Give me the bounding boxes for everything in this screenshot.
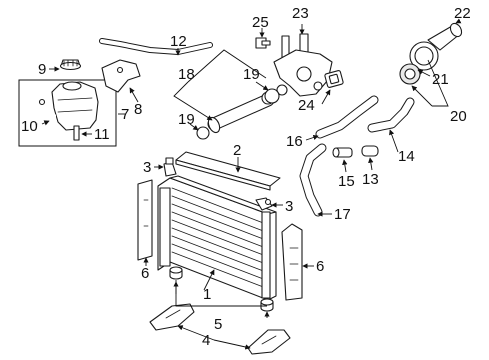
- callout-22: 22: [454, 5, 471, 22]
- callout-20: 20: [450, 108, 467, 125]
- radiator: [157, 175, 277, 301]
- callout-9: 9: [38, 61, 46, 78]
- side-baffle-left: [137, 179, 153, 261]
- callout-7: 7: [121, 106, 129, 123]
- housing-gasket: [324, 70, 344, 88]
- callout-13: 13: [362, 171, 379, 188]
- callout-19b: 19: [178, 111, 195, 128]
- callout-2: 2: [233, 142, 241, 159]
- reservoir-bracket: [101, 59, 141, 93]
- o-ring-upper: [264, 88, 280, 104]
- lower-insulator-right: [260, 298, 274, 312]
- callout-3a: 3: [143, 159, 151, 176]
- callout-18: 18: [178, 66, 195, 83]
- lower-radiator-hose: [299, 143, 327, 217]
- callout-6b: 6: [316, 258, 324, 275]
- reservoir-cap: [59, 59, 82, 71]
- lower-bracket-left: [149, 303, 195, 331]
- heater-hose: [367, 97, 415, 133]
- bleeder-valve: [255, 37, 271, 49]
- bypass-pipe: [332, 147, 353, 158]
- callout-11: 11: [94, 126, 110, 143]
- callout-14: 14: [398, 148, 415, 165]
- callout-15: 15: [338, 173, 355, 190]
- callout-23: 23: [292, 5, 309, 22]
- callout-17: 17: [334, 206, 351, 223]
- callout-8: 8: [134, 101, 142, 118]
- callout-4: 4: [202, 332, 210, 349]
- lower-insulator-left: [169, 266, 183, 280]
- o-ring-lower: [196, 126, 210, 140]
- inlet-pipe: [207, 91, 275, 134]
- thermostat: [399, 63, 421, 85]
- overflow-hose: [99, 38, 213, 55]
- radiator-bracket-upper-left: [163, 157, 177, 177]
- callout-21: 21: [432, 71, 449, 88]
- callout-1: 1: [203, 286, 211, 303]
- callout-19a: 19: [243, 66, 260, 83]
- upper-radiator-hose: [315, 95, 379, 139]
- callout-3b: 3: [285, 198, 293, 215]
- callout-25: 25: [252, 14, 269, 31]
- callout-labels: 1 2 3 3 4 5 6 6 7 8 9 10 11 12 13 14 15 …: [21, 5, 471, 349]
- callout-16: 16: [286, 133, 303, 150]
- water-outlet-housing: [273, 33, 333, 97]
- surge-tank-inset: [18, 79, 117, 147]
- leader-lines: [41, 18, 462, 350]
- callout-5: 5: [214, 316, 222, 333]
- side-baffle-right: [281, 223, 303, 301]
- callout-12: 12: [170, 33, 187, 50]
- callout-6a: 6: [141, 265, 149, 282]
- upper-deflector: [175, 151, 281, 191]
- thermostat-outlet: [427, 22, 463, 51]
- lower-bracket-right: [247, 329, 291, 355]
- callout-24: 24: [298, 97, 315, 114]
- hose-connector: [361, 145, 379, 157]
- callout-10: 10: [21, 118, 38, 135]
